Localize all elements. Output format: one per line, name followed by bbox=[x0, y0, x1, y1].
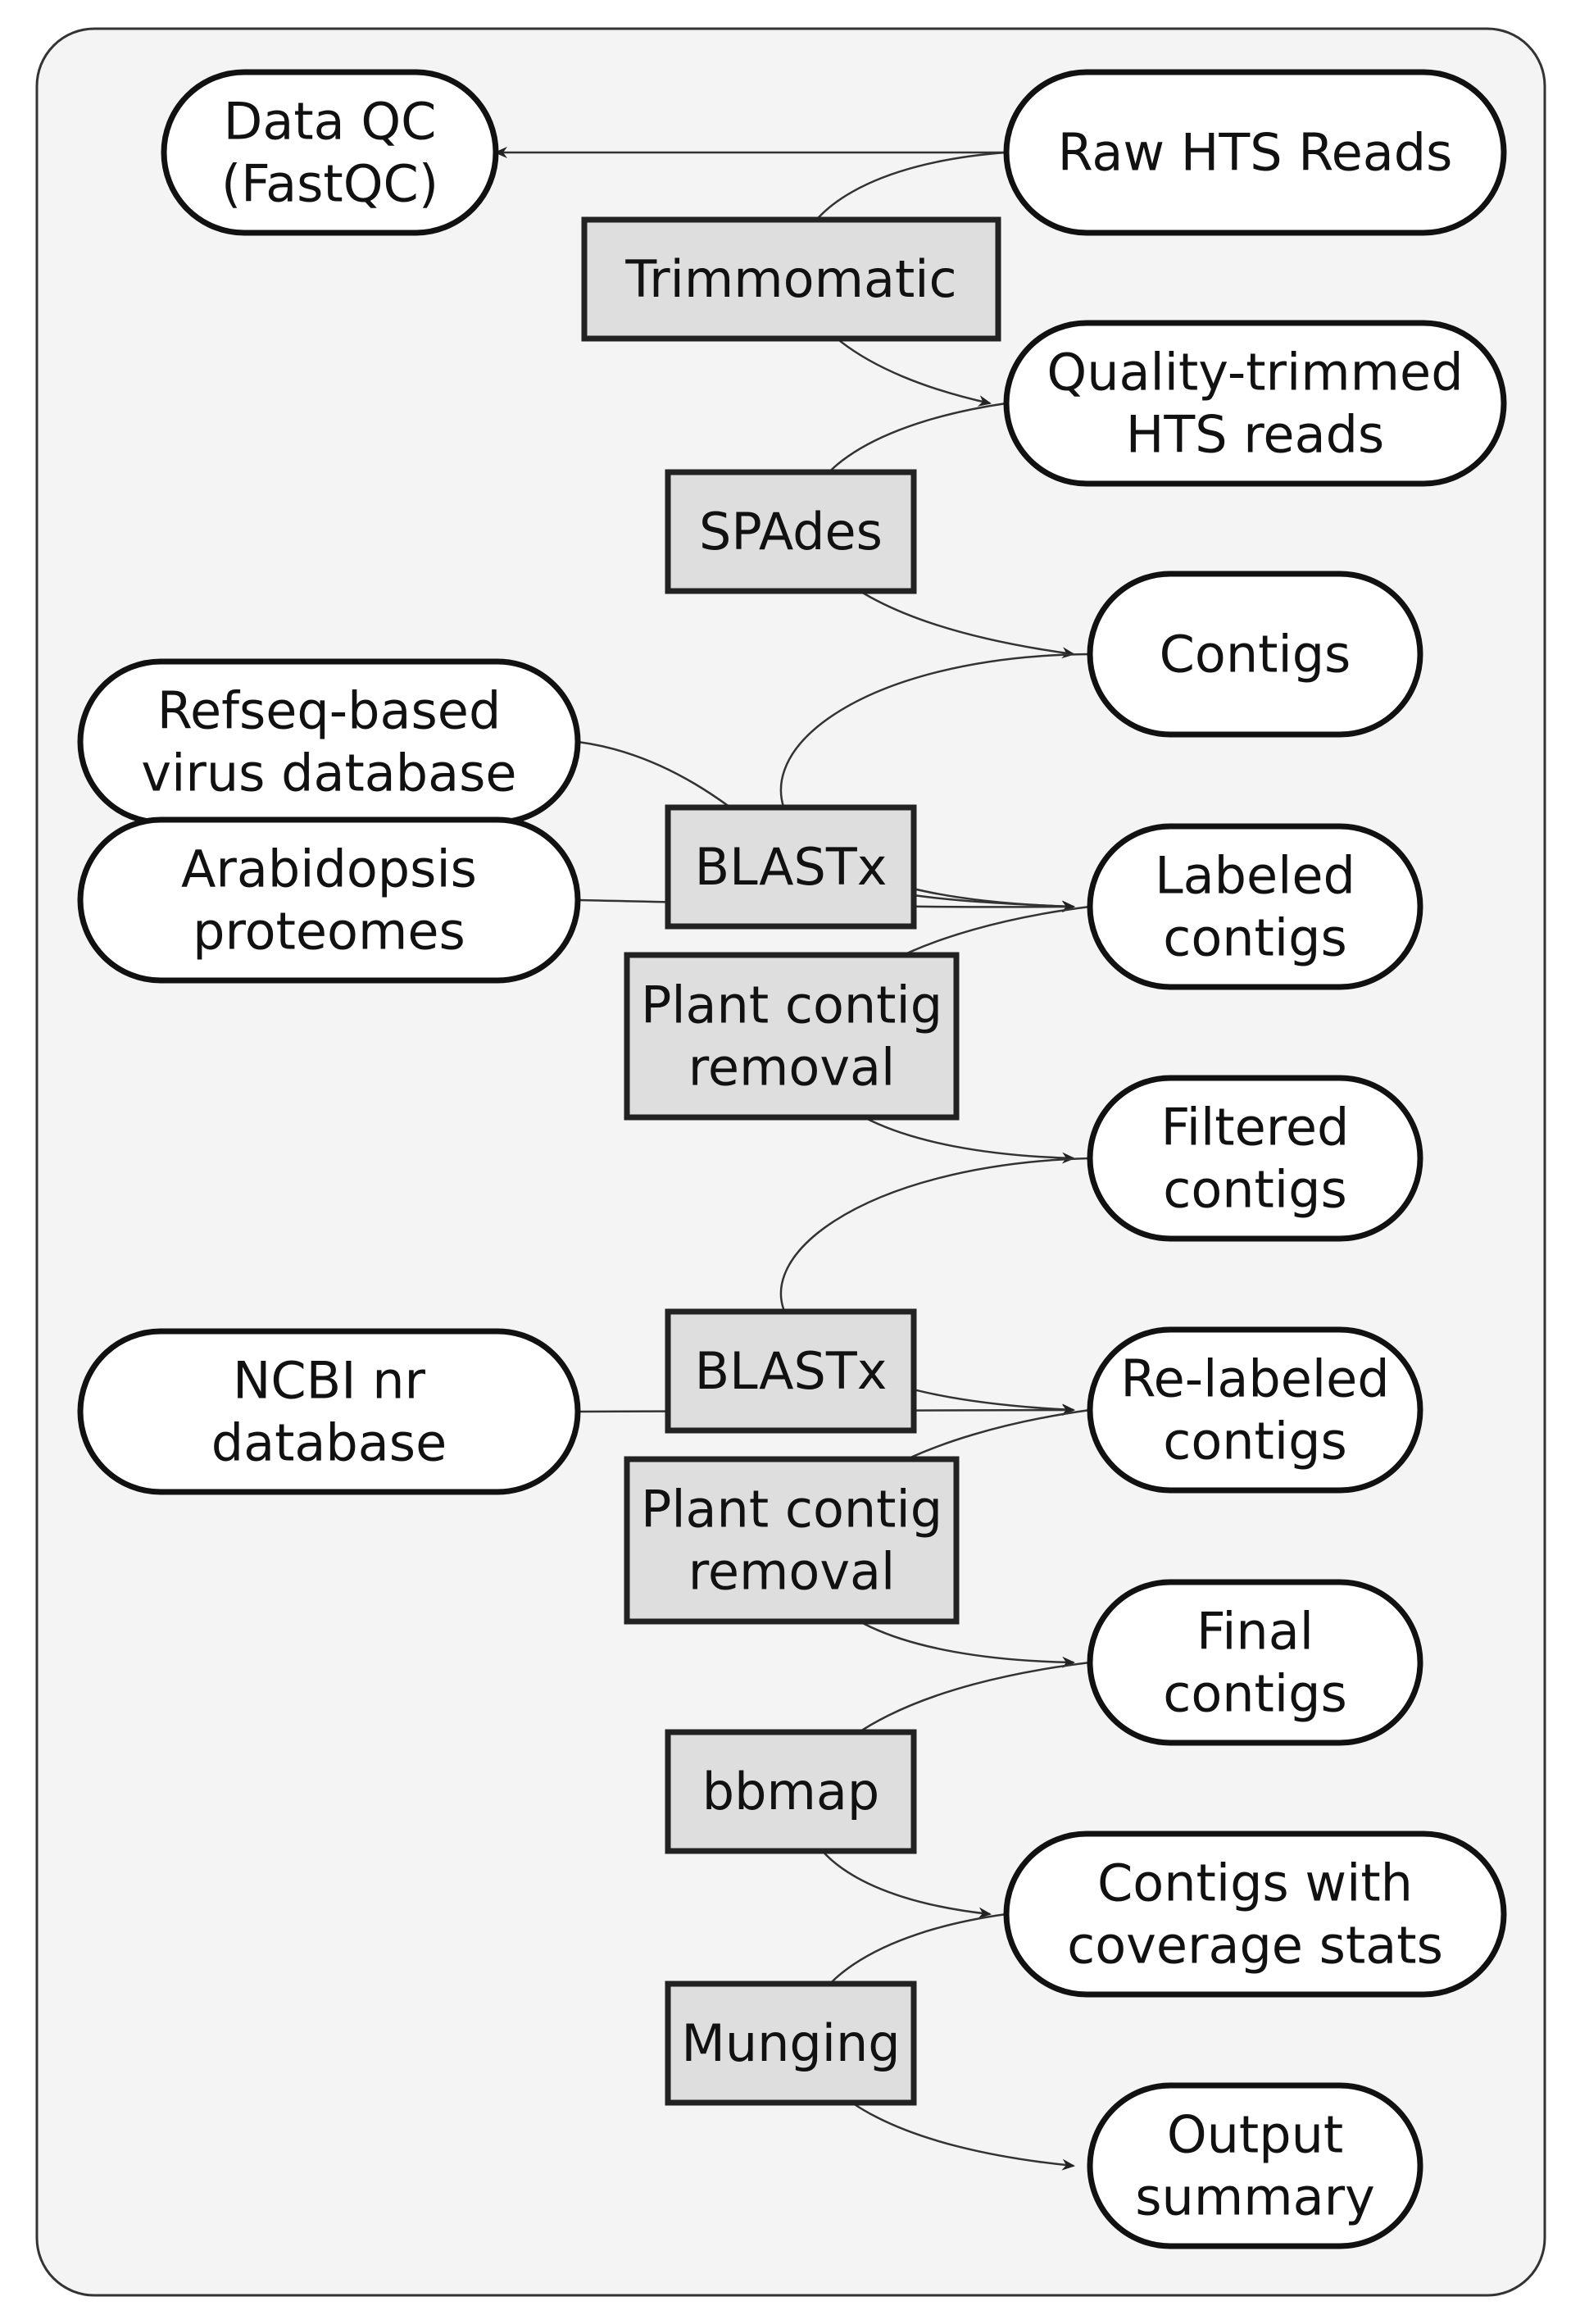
tool-munging: Munging bbox=[665, 1981, 917, 2106]
node-arabidopsis-proteomes-label-line-1: Arabidopsis bbox=[181, 839, 477, 899]
tool-trimmomatic: Trimmomatic bbox=[581, 216, 1001, 342]
node-ncbi-nr-database-label-line-1: NCBI nr bbox=[233, 1351, 425, 1411]
node-refseq-virus-database-label-line-1: Refseq-based bbox=[157, 681, 502, 741]
tool-blastx-2-label-line-1: BLASTx bbox=[695, 1341, 888, 1401]
tool-plant-contig-removal-2-label-line-2: removal bbox=[688, 1542, 896, 1602]
node-arabidopsis-proteomes-label-line-2: proteomes bbox=[193, 902, 465, 962]
node-filtered-contigs-label-line-1: Filtered bbox=[1161, 1098, 1350, 1157]
node-labeled-contigs-label-line-1: Labeled bbox=[1155, 846, 1355, 906]
node-output-summary-label-line-1: Output bbox=[1167, 2105, 1343, 2165]
node-final-contigs-label-line-2: contigs bbox=[1163, 1664, 1347, 1724]
tool-plant-contig-removal-1-label-line-1: Plant contig bbox=[641, 976, 942, 1035]
tool-nodes: Trimmomatic SPAdes BLASTx Plant contigre… bbox=[581, 216, 1001, 2106]
node-data-qc: Data QC(FastQC) bbox=[161, 69, 499, 236]
tool-bbmap-label-line-1: bbmap bbox=[702, 1762, 879, 1821]
node-relabeled-contigs-label-line-1: Re-labeled bbox=[1120, 1349, 1389, 1409]
tool-munging-label-line-1: Munging bbox=[681, 2013, 900, 2073]
tool-spades-label-line-1: SPAdes bbox=[699, 502, 883, 562]
node-contigs-with-coverage-stats-label-line-2: coverage stats bbox=[1067, 1916, 1443, 1976]
node-contigs-with-coverage-stats-label-line-1: Contigs with bbox=[1097, 1853, 1413, 1913]
node-data-qc-label-line-2: (FastQC) bbox=[221, 154, 438, 214]
node-quality-trimmed-reads-label-line-2: HTS reads bbox=[1126, 405, 1384, 465]
data-nodes: Data QC(FastQC) Raw HTS Reads Quality-tr… bbox=[77, 69, 1507, 2249]
node-quality-trimmed-reads-label-line-1: Quality-trimmed bbox=[1047, 343, 1463, 402]
node-data-qc-label-line-1: Data QC bbox=[224, 92, 437, 152]
tool-trimmomatic-label-line-1: Trimmomatic bbox=[624, 249, 956, 309]
tool-plant-contig-removal-1-label-line-2: removal bbox=[688, 1038, 896, 1098]
node-filtered-contigs-label-line-2: contigs bbox=[1163, 1160, 1347, 1220]
tool-blastx-1: BLASTx bbox=[665, 804, 917, 930]
node-labeled-contigs-label-line-2: contigs bbox=[1163, 908, 1347, 968]
tool-bbmap: bbmap bbox=[665, 1729, 917, 1854]
node-raw-hts-reads-label-line-1: Raw HTS Reads bbox=[1058, 123, 1453, 183]
node-final-contigs-label-line-1: Final bbox=[1196, 1602, 1314, 1662]
node-contigs-label-line-1: Contigs bbox=[1160, 625, 1351, 684]
node-raw-hts-reads: Raw HTS Reads bbox=[1003, 69, 1507, 236]
node-ncbi-nr-database-label-line-2: database bbox=[211, 1413, 447, 1473]
tool-spades: SPAdes bbox=[665, 469, 917, 594]
node-contigs: Contigs bbox=[1087, 571, 1423, 738]
tool-blastx-1-label-line-1: BLASTx bbox=[695, 837, 888, 897]
node-output-summary-label-line-2: summary bbox=[1135, 2167, 1375, 2227]
tool-plant-contig-removal-2-label-line-1: Plant contig bbox=[641, 1480, 942, 1539]
tool-blastx-2: BLASTx bbox=[665, 1308, 917, 1434]
node-relabeled-contigs-label-line-2: contigs bbox=[1163, 1412, 1347, 1471]
node-refseq-virus-database-label-line-2: virus database bbox=[141, 744, 516, 803]
